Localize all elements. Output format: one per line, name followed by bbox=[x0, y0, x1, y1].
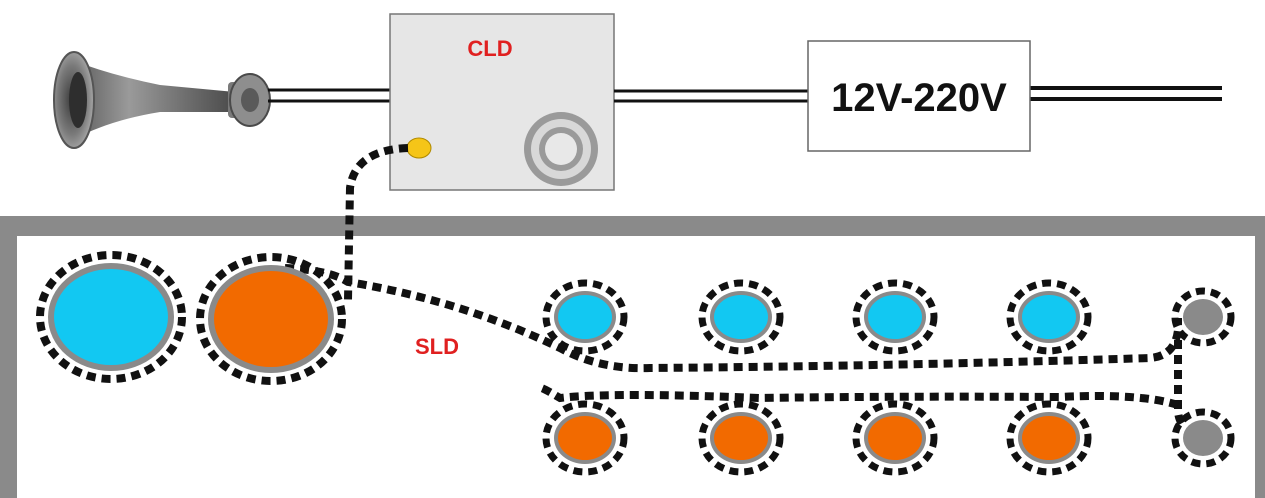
converter-box: 12V-220V bbox=[807, 40, 1031, 152]
control-box: CLD bbox=[389, 13, 615, 191]
power-cable bbox=[614, 86, 1222, 103]
sensor-group bbox=[36, 251, 1235, 476]
sensor-core bbox=[558, 416, 612, 460]
led-icon bbox=[406, 137, 432, 159]
horn-icon bbox=[53, 51, 271, 149]
sensor-dotted-ring bbox=[196, 253, 346, 385]
control-box-label: CLD bbox=[467, 36, 512, 61]
sensor-core bbox=[1187, 303, 1219, 331]
sensor-core bbox=[1022, 416, 1076, 460]
tank bbox=[0, 216, 1265, 498]
sensor-orange bbox=[852, 400, 938, 476]
sensor-core bbox=[714, 416, 768, 460]
sensor-blue bbox=[1006, 279, 1092, 355]
sensor-core bbox=[214, 271, 328, 367]
sensor-core bbox=[54, 269, 168, 365]
sensor-dotted-ring bbox=[1006, 279, 1092, 355]
sensor-blue bbox=[698, 279, 784, 355]
sensor-core bbox=[1187, 424, 1219, 452]
converter-label: 12V-220V bbox=[831, 76, 1007, 120]
sensor-grey bbox=[1171, 408, 1235, 468]
sensor-dotted-ring bbox=[542, 400, 628, 476]
sensor-blue bbox=[542, 279, 628, 355]
speaker-icon bbox=[524, 112, 598, 186]
sensor-dotted-ring bbox=[542, 279, 628, 355]
sensor-dotted-ring bbox=[852, 279, 938, 355]
sensor-orange bbox=[542, 400, 628, 476]
sensor-dotted-ring bbox=[852, 400, 938, 476]
sensor-loop-label: SLD bbox=[415, 334, 459, 359]
sensor-dotted-ring bbox=[698, 400, 784, 476]
sensor-core bbox=[714, 295, 768, 339]
sensor-blue bbox=[852, 279, 938, 355]
sensor-dotted-ring bbox=[1171, 287, 1235, 347]
sensor-orange bbox=[1006, 400, 1092, 476]
sensor-dotted-ring bbox=[698, 279, 784, 355]
sensor-grey bbox=[1171, 287, 1235, 347]
sensor-core bbox=[1022, 295, 1076, 339]
sensor-dotted-ring bbox=[36, 251, 186, 383]
sensor-large-orange bbox=[196, 253, 346, 385]
sensor-dotted-ring bbox=[1171, 408, 1235, 468]
sensor-large-blue bbox=[36, 251, 186, 383]
sensor-loop-cable bbox=[284, 144, 1189, 431]
sensor-orange bbox=[698, 400, 784, 476]
sensor-core bbox=[868, 416, 922, 460]
horn-cable bbox=[268, 88, 390, 103]
sensor-core bbox=[868, 295, 922, 339]
sensor-core bbox=[558, 295, 612, 339]
sensor-dotted-ring bbox=[1006, 400, 1092, 476]
